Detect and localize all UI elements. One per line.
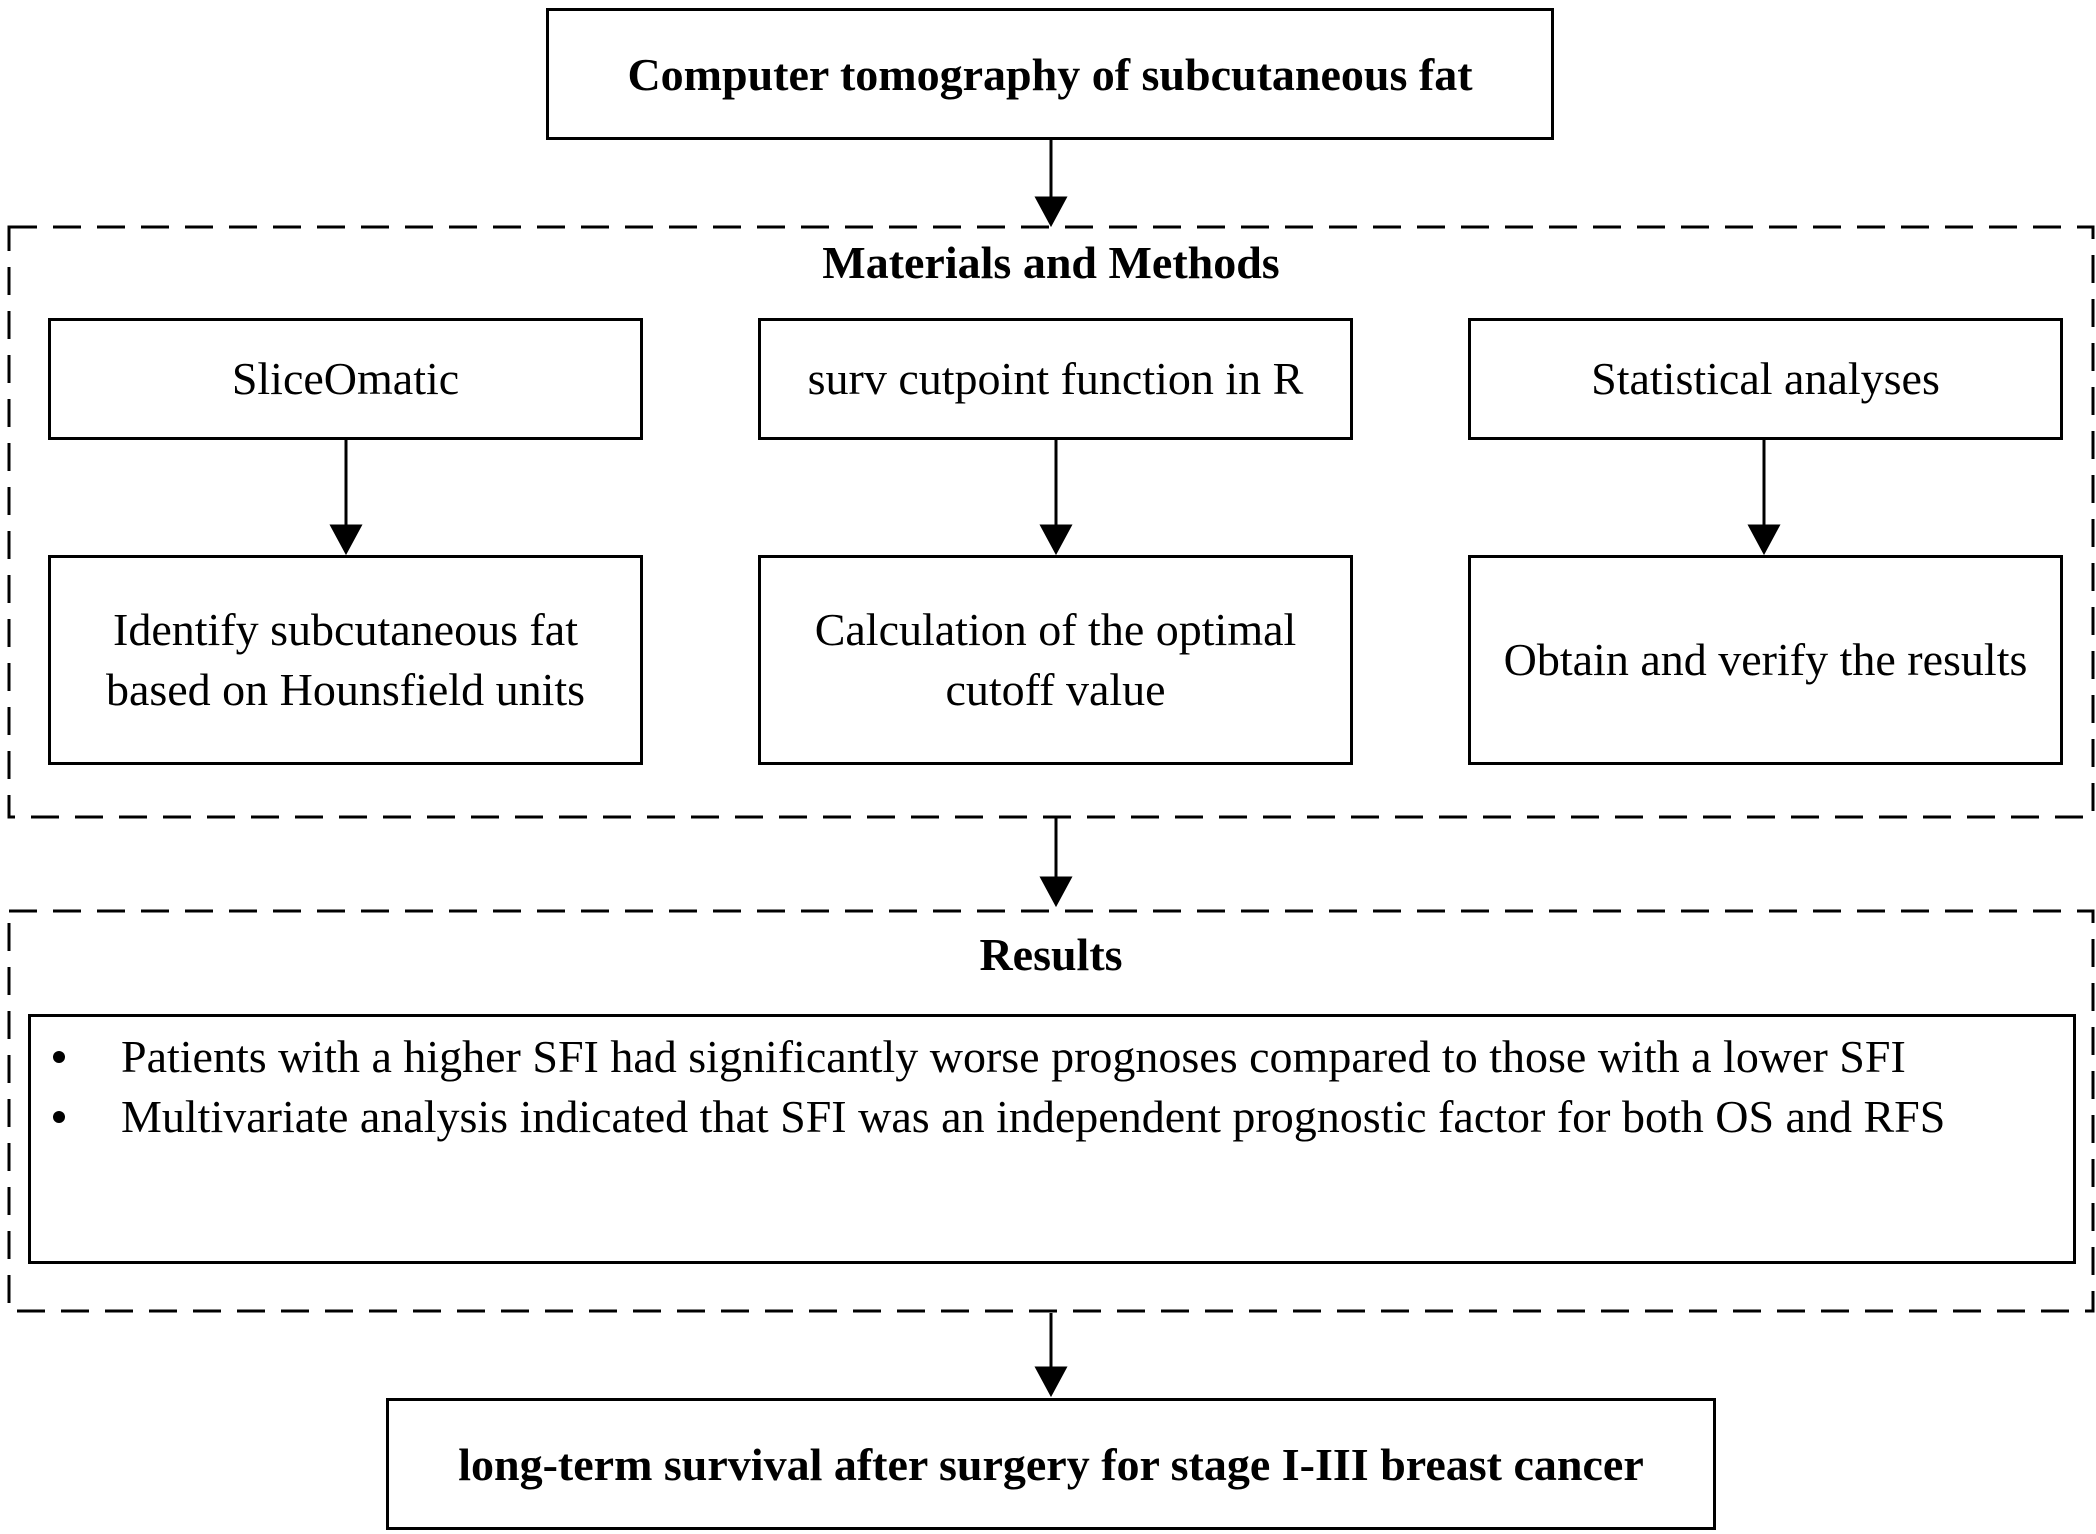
top-title: Computer tomography of subcutaneous fat	[627, 48, 1473, 100]
results-bullet-list: Patients with a higher SFI had significa…	[31, 1017, 2073, 1147]
methods-title: Materials and Methods	[822, 237, 1280, 288]
tool-label: SliceOmatic	[231, 353, 460, 404]
bullet-text: Multivariate analysis indicated that SFI…	[121, 1091, 1946, 1142]
bullet-icon	[53, 1051, 65, 1063]
step-label: Identify subcutaneous fat based on Houns…	[105, 604, 586, 715]
tool-box-sliceomatic: SliceOmatic	[48, 318, 643, 440]
top-box: Computer tomography of subcutaneous fat	[546, 8, 1554, 140]
step-box-obtain-verify: Obtain and verify the results	[1468, 555, 2063, 765]
tool-label: Statistical analyses	[1591, 353, 1940, 404]
step-label: Calculation of the optimal cutoff value	[814, 604, 1297, 715]
methods-frame	[7, 225, 2095, 819]
bullet-item: Multivariate analysis indicated that SFI…	[31, 1087, 2073, 1147]
bullet-item: Patients with a higher SFI had significa…	[31, 1027, 2073, 1087]
step-box-identify: Identify subcutaneous fat based on Houns…	[48, 555, 643, 765]
step-label: Obtain and verify the results	[1503, 634, 2028, 685]
results-title: Results	[979, 929, 1123, 980]
tool-box-surv-cutpoint: surv cutpoint function in R	[758, 318, 1353, 440]
bullet-icon	[53, 1111, 65, 1123]
tool-label: surv cutpoint function in R	[807, 353, 1304, 404]
tool-box-statistical-analyses: Statistical analyses	[1468, 318, 2063, 440]
bottom-box: long-term survival after surgery for sta…	[386, 1398, 1716, 1530]
step-box-calculation: Calculation of the optimal cutoff value	[758, 555, 1353, 765]
bullet-text: Patients with a higher SFI had significa…	[121, 1031, 1906, 1082]
bottom-title: long-term survival after surgery for sta…	[458, 1438, 1644, 1490]
results-bullets-box: Patients with a higher SFI had significa…	[28, 1014, 2076, 1264]
results-frame	[7, 909, 2095, 1313]
